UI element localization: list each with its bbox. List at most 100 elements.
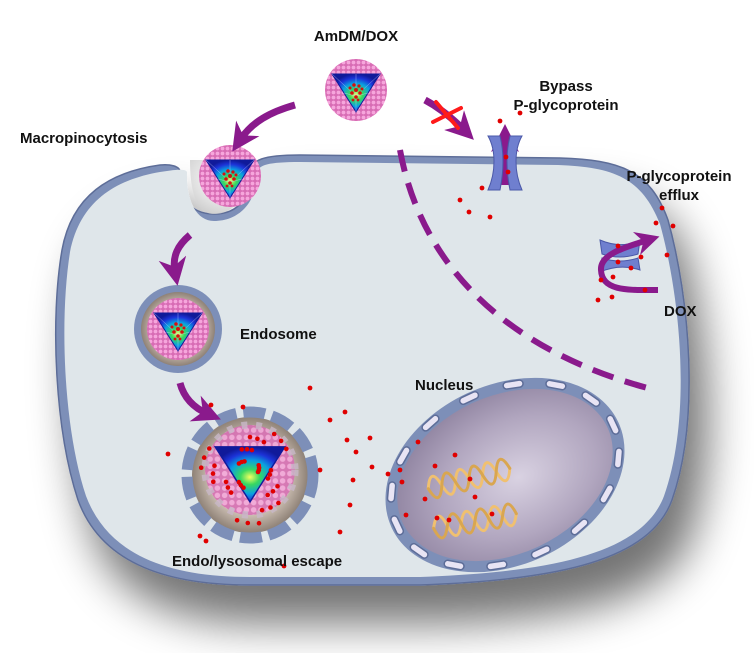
endosome <box>134 285 222 373</box>
dox-dot <box>347 502 353 508</box>
dox-dot <box>197 533 203 539</box>
dox-dot <box>265 492 271 498</box>
dox-dot <box>234 518 240 523</box>
nuclear-pore <box>502 379 524 390</box>
nanoparticle-in-endosome <box>146 297 210 361</box>
dox-dot <box>489 511 495 517</box>
label-pgp-efflux-1: P-glycoprotein <box>626 168 731 185</box>
nucleus <box>385 377 625 573</box>
dox-dot <box>598 277 604 283</box>
dox-dot <box>353 449 359 455</box>
nuclear-pore <box>605 414 620 435</box>
nuclear-pore <box>581 391 601 408</box>
dox-dot <box>236 461 242 466</box>
dox-dot <box>259 507 265 513</box>
dox-dot <box>472 494 478 500</box>
dox-dot <box>615 259 621 265</box>
nuclear-pore <box>395 446 411 467</box>
dox-dot <box>467 476 473 482</box>
dox-dot <box>201 455 207 460</box>
dox-dot <box>255 436 260 442</box>
dox-dot <box>267 472 273 477</box>
nuclear-pore <box>530 545 552 559</box>
nuclear-pore <box>409 542 429 559</box>
dox-dot <box>268 467 274 473</box>
dox-dot <box>670 223 676 229</box>
label-pgp-efflux-2: efflux <box>659 187 700 204</box>
dox-dot <box>595 297 601 303</box>
dox-dot <box>369 464 375 470</box>
nuclear-pore <box>570 518 589 536</box>
dox-dot <box>415 439 421 445</box>
nanoparticle-free <box>324 58 388 122</box>
dox-dot <box>350 477 356 483</box>
dox-molecules <box>165 110 676 569</box>
dox-dot <box>327 417 333 423</box>
dox-dot <box>659 205 665 211</box>
dox-dot <box>337 529 343 535</box>
dox-dot <box>276 500 281 506</box>
p-glycoprotein-bypass-transporter <box>487 135 523 191</box>
dox-dot <box>497 118 503 124</box>
nuclear-pore <box>545 379 567 391</box>
dox-dot <box>610 274 616 280</box>
dox-dot <box>638 254 644 260</box>
dox-dot <box>452 452 458 458</box>
nanoparticle-macropinocytosis <box>198 144 262 208</box>
dox-dot <box>256 520 262 526</box>
label-endosome: Endosome <box>240 326 317 343</box>
dox-dot <box>271 431 277 437</box>
dox-dot <box>642 287 648 293</box>
dox-dot <box>211 479 216 485</box>
nuclear-pore <box>443 559 465 571</box>
dox-dot <box>203 538 209 544</box>
dox-dot <box>244 446 250 452</box>
dox-dot <box>256 463 262 468</box>
dox-dot <box>212 463 217 469</box>
dox-dot <box>664 252 670 258</box>
dox-dot <box>265 476 271 481</box>
nuclear-pore <box>421 414 440 432</box>
dox-dot <box>270 489 276 494</box>
label-nucleus: Nucleus <box>415 377 473 394</box>
dox-dot <box>434 515 440 521</box>
dox-dot <box>317 467 323 473</box>
dox-dot <box>344 437 350 443</box>
dox-dot <box>225 485 231 490</box>
dox-dot <box>241 485 246 491</box>
dox-dot <box>367 435 373 441</box>
dox-dot <box>487 214 493 220</box>
dox-dot <box>503 154 509 160</box>
dox-dot <box>208 402 214 408</box>
nuclear-pore <box>599 483 615 504</box>
dox-dot <box>278 438 284 444</box>
dox-dot <box>207 446 212 451</box>
dox-dot <box>223 479 229 485</box>
nuclear-pores <box>386 379 624 571</box>
dox-dot <box>422 496 428 502</box>
dox-dot <box>198 465 204 471</box>
dox-dot <box>653 220 659 226</box>
label-macropinocytosis: Macropinocytosis <box>20 130 148 147</box>
pathway-dashed-line <box>397 149 656 393</box>
dox-dot <box>342 409 348 415</box>
dox-dot <box>210 471 216 476</box>
dox-dot <box>609 294 615 300</box>
label-bypass-pgp: P-glycoprotein <box>513 97 618 114</box>
dox-dot <box>281 563 287 569</box>
dox-dot <box>446 517 452 523</box>
dox-dot <box>261 439 267 445</box>
dox-dot <box>397 467 403 473</box>
nuclear-pore <box>486 560 508 571</box>
dox-dot <box>249 447 255 453</box>
label-bypass: Bypass <box>539 78 592 95</box>
dox-dot <box>228 490 234 495</box>
dox-dot <box>505 169 511 175</box>
dox-dot <box>165 451 171 457</box>
dox-dot <box>457 197 463 203</box>
dox-dot <box>466 209 472 215</box>
p-glycoprotein-efflux-transporter <box>598 232 660 294</box>
dox-dot <box>247 434 253 440</box>
dox-dot <box>240 404 246 410</box>
